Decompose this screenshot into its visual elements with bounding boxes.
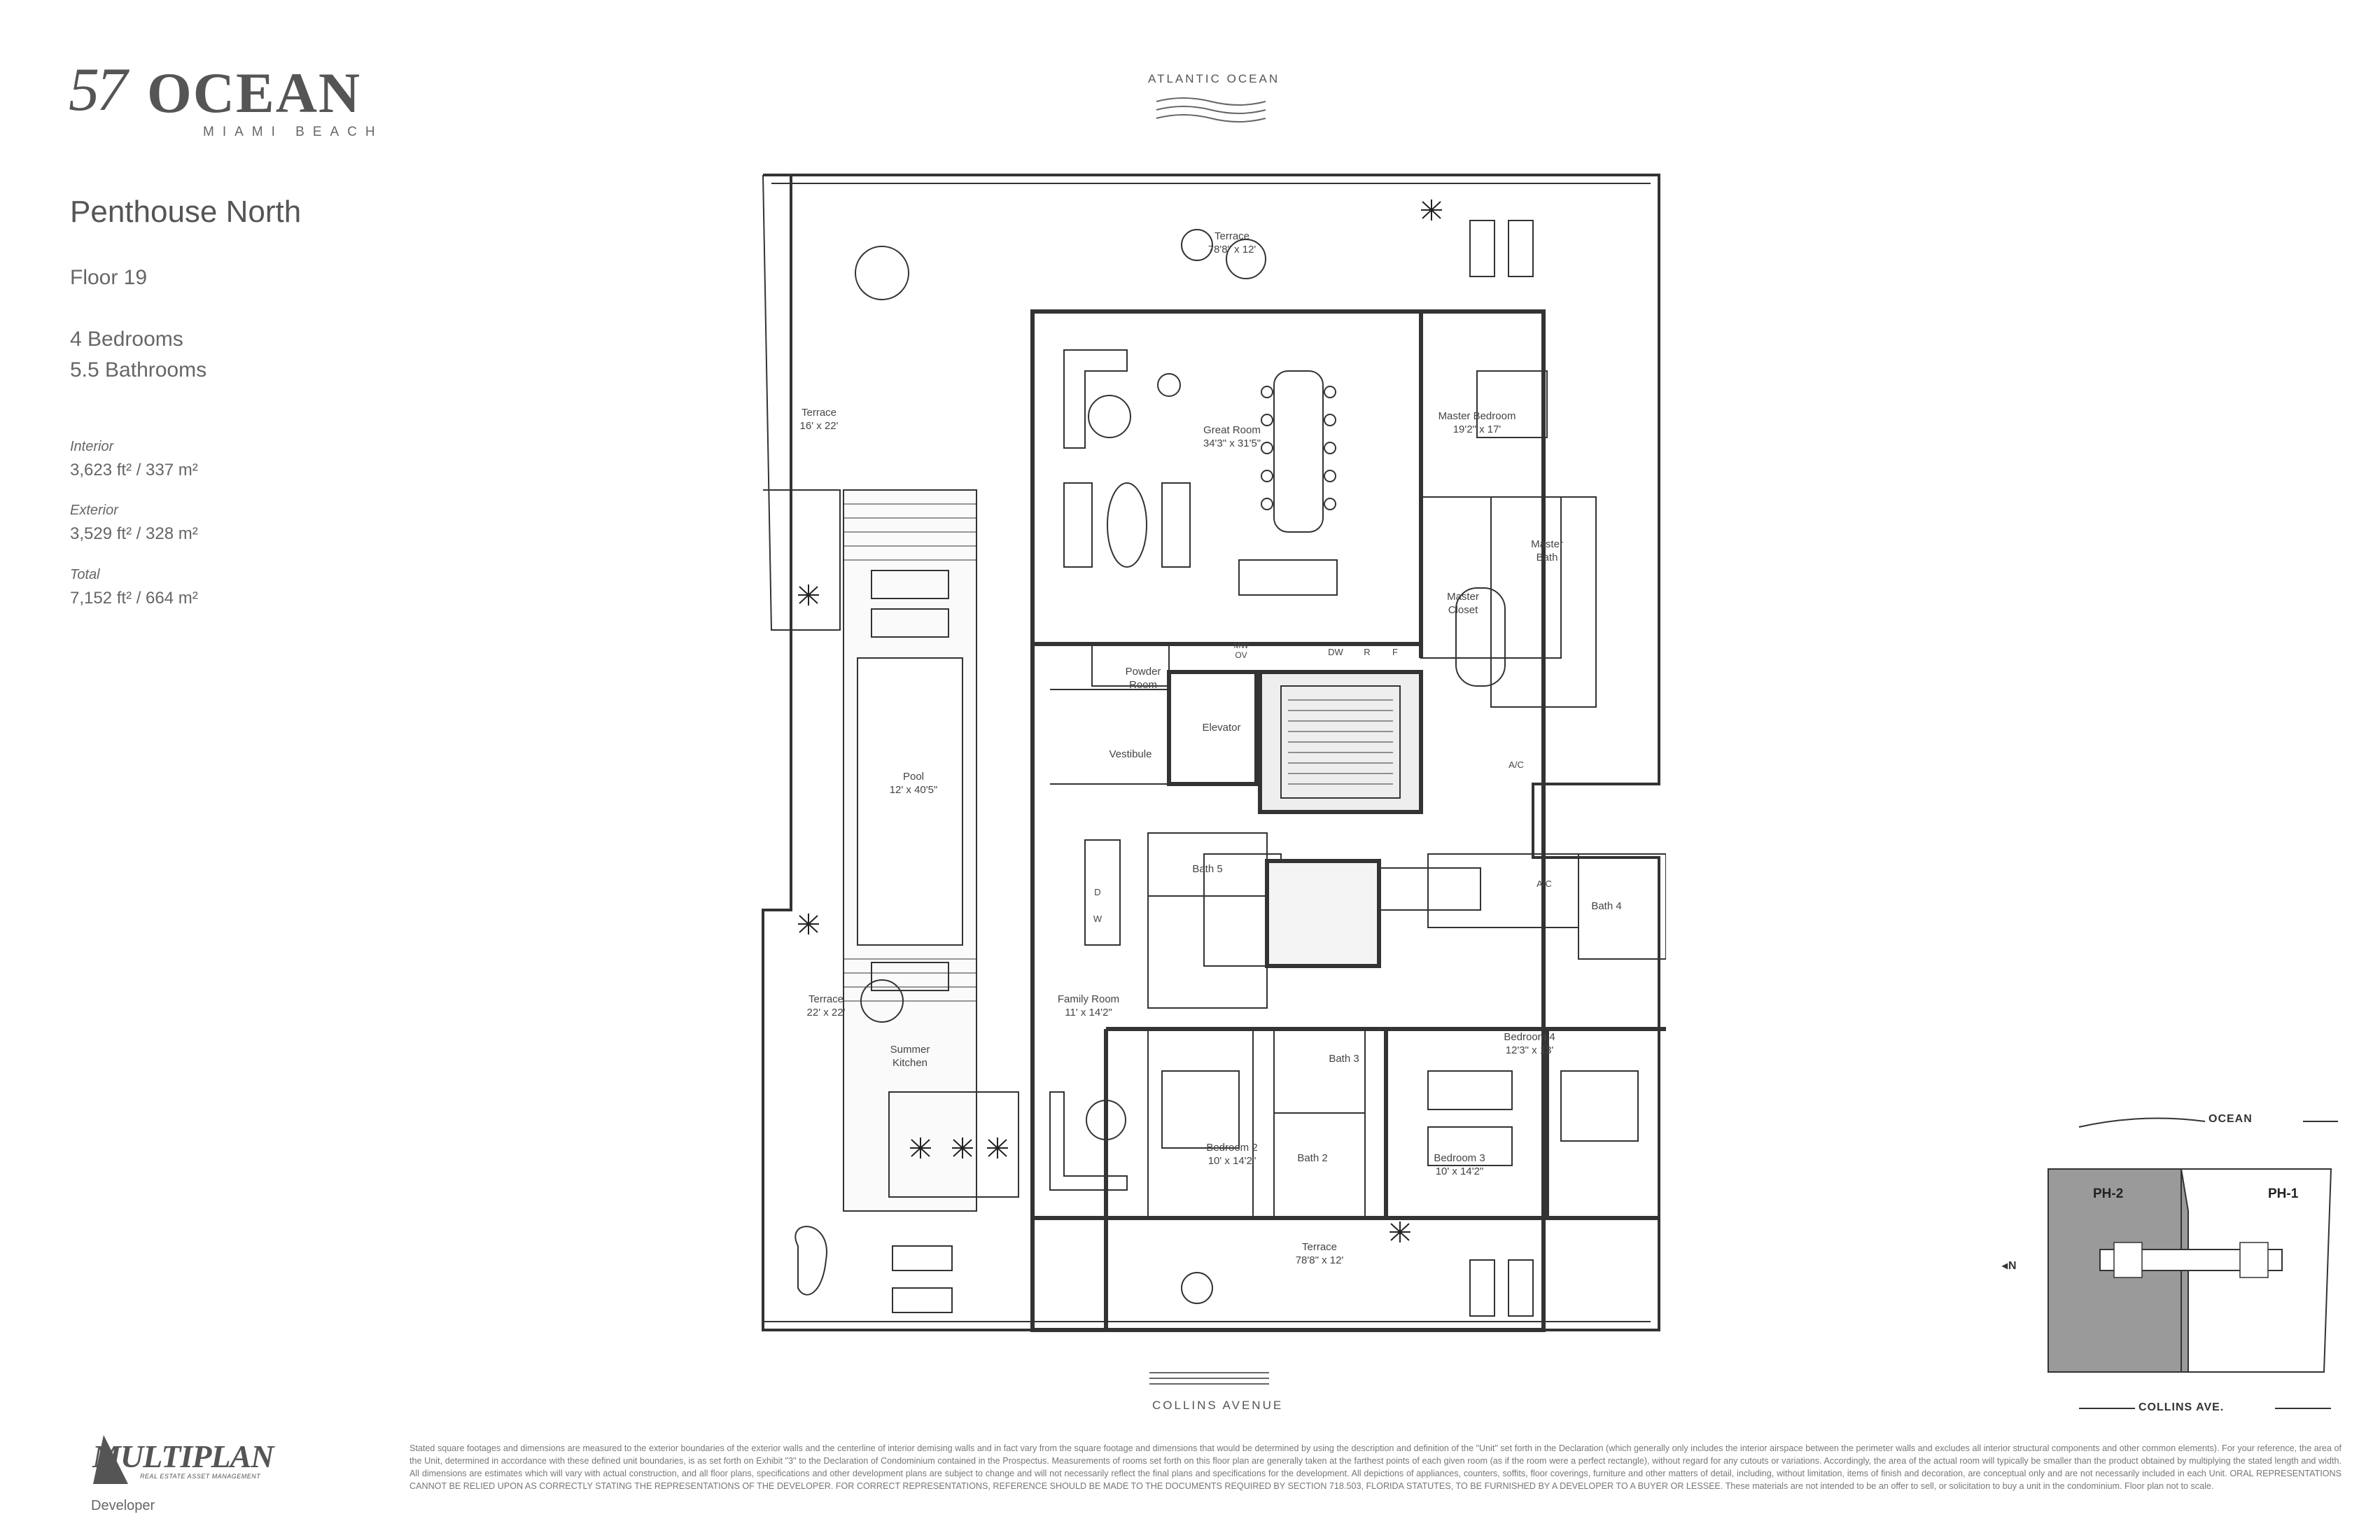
key-plan-north: ◂N: [2002, 1260, 2017, 1272]
unit-bathrooms: 5.5 Bathrooms: [70, 358, 207, 382]
appliance-d: D: [1094, 887, 1101, 897]
brand-location: MIAMI BEACH: [203, 125, 384, 139]
exterior-label: Exterior: [70, 503, 118, 518]
street-lines-icon: [1149, 1372, 1269, 1385]
key-plan-ocean: OCEAN: [2208, 1113, 2253, 1125]
appliance-r: R: [1364, 647, 1371, 657]
appliance-f: F: [1392, 647, 1398, 657]
unit-bedrooms: 4 Bedrooms: [70, 328, 183, 351]
unit-title: Penthouse North: [70, 195, 302, 229]
interior-label: Interior: [70, 439, 114, 454]
unit-floor: Floor 19: [70, 266, 148, 289]
developer-logo: MULTIPLAN: [92, 1438, 274, 1474]
key-plan-unit-right: PH-1: [2268, 1186, 2299, 1201]
room-vestibule: Vestibule: [1109, 748, 1152, 760]
north-arrow-icon: ◂: [2002, 1260, 2009, 1272]
brand-number: 57: [69, 56, 127, 124]
street-label: COLLINS AVENUE: [1152, 1399, 1284, 1412]
developer-label: Developer: [91, 1498, 155, 1513]
room-elevator: Elevator: [1202, 722, 1241, 734]
interior-value: 3,623 ft² / 337 m²: [70, 461, 198, 479]
exterior-value: 3,529 ft² / 328 m²: [70, 524, 198, 543]
room-bath2: Bath 2: [1297, 1152, 1328, 1164]
ocean-label: ATLANTIC OCEAN: [1148, 72, 1280, 85]
disclaimer: Stated square footages and dimensions ar…: [410, 1443, 2342, 1491]
appliance-ac-2: A/C: [1536, 878, 1552, 889]
multiplan-logo-mark: [93, 1435, 128, 1484]
room-bath3: Bath 3: [1329, 1053, 1359, 1065]
key-plan: [2047, 1117, 2338, 1409]
appliance-ac-1: A/C: [1508, 760, 1524, 770]
appliance-dw: DW: [1328, 647, 1343, 657]
floor-plan: [762, 174, 1666, 1332]
room-bath4: Bath 4: [1591, 900, 1622, 912]
appliance-w: W: [1093, 913, 1102, 924]
waves-icon: [1156, 97, 1266, 122]
developer-logo-sub: REAL ESTATE ASSET MANAGEMENT: [140, 1473, 261, 1480]
total-value: 7,152 ft² / 664 m²: [70, 589, 198, 608]
key-plan-street: COLLINS AVE.: [2138, 1401, 2225, 1413]
total-label: Total: [70, 567, 100, 582]
brand-name: OCEAN: [147, 61, 362, 125]
key-plan-unit-left: PH-2: [2093, 1186, 2124, 1201]
room-bath5: Bath 5: [1192, 863, 1223, 875]
